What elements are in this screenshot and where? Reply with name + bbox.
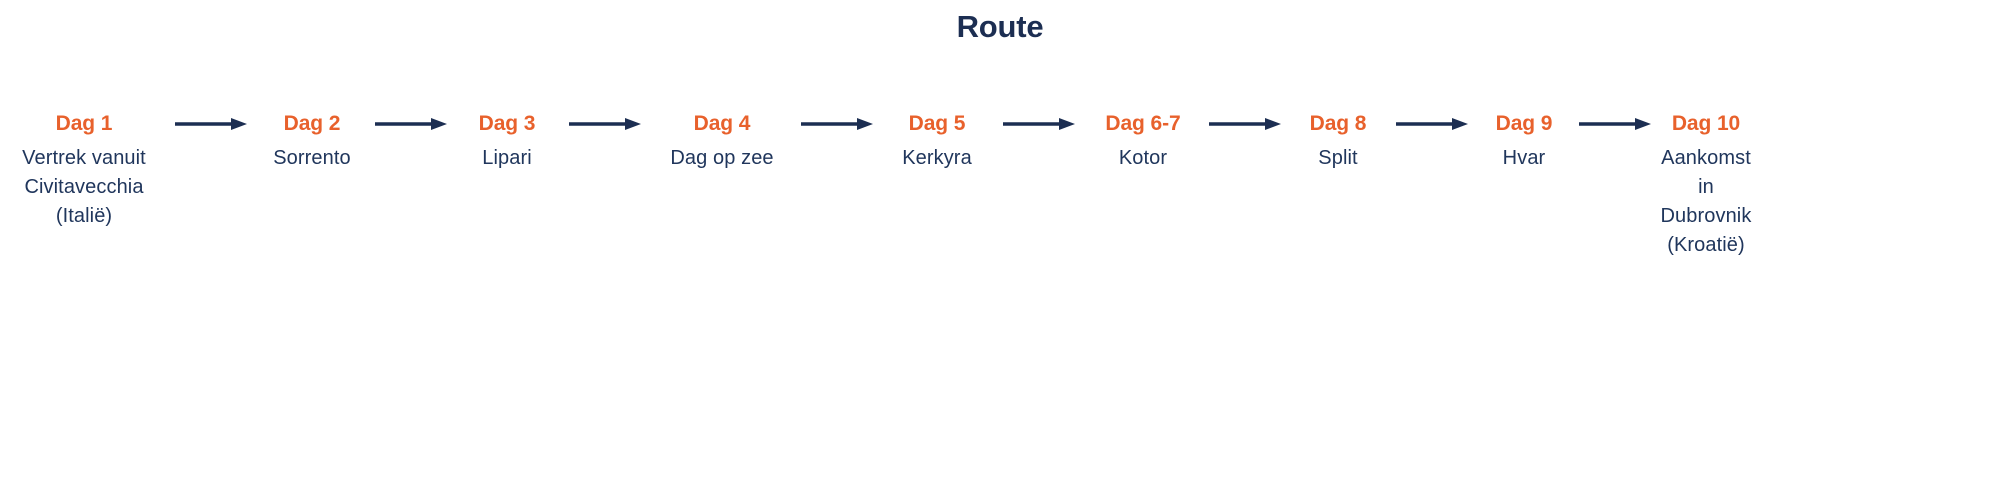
- route-step-description: Kerkyra: [902, 147, 972, 169]
- arrow-right-icon: [1579, 118, 1651, 130]
- route-step: Dag 10 Aankomst in Dubrovnik (Kroatië): [1656, 106, 1756, 260]
- arrow-right-icon: [375, 118, 447, 130]
- route-step-day: Dag 4: [693, 112, 751, 135]
- route-step: Dag 5 Kerkyra: [878, 106, 996, 173]
- arrow-right-icon: [801, 118, 873, 130]
- route-connector: [370, 106, 452, 142]
- route-connector: [1390, 106, 1474, 142]
- route-step-day: Dag 6-7: [1105, 112, 1181, 135]
- route-step-day: Dag 10: [1671, 112, 1741, 135]
- route-connector: [168, 106, 254, 142]
- route-step-day: Dag 9: [1495, 112, 1553, 135]
- route-step-day: Dag 8: [1309, 112, 1367, 135]
- route-connector: [1574, 106, 1656, 142]
- route-step-description: Dag op zee: [670, 147, 774, 169]
- route-connector: [996, 106, 1082, 142]
- arrow-right-icon: [175, 118, 247, 130]
- route-track: Dag 1 Vertrek vanuit Civitavecchia (Ital…: [0, 106, 2000, 260]
- route-step-day: Dag 5: [908, 112, 966, 135]
- route-step-day: Dag 2: [283, 112, 341, 135]
- route-step-day: Dag 1: [55, 112, 113, 135]
- route-step: Dag 1 Vertrek vanuit Civitavecchia (Ital…: [0, 106, 168, 231]
- page-title: Route: [956, 9, 1044, 44]
- route-step: Dag 9 Hvar: [1474, 106, 1574, 173]
- route-step-description: Lipari: [482, 147, 532, 169]
- route-step: Dag 3 Lipari: [452, 106, 562, 173]
- route-step-description: Hvar: [1502, 147, 1546, 169]
- route-connector: [562, 106, 648, 142]
- route-step-description: Kotor: [1118, 147, 1168, 169]
- route-step-description: Vertrek vanuit Civitavecchia (Italië): [22, 147, 146, 227]
- route-step-description: Split: [1318, 147, 1358, 169]
- route-step-day: Dag 3: [478, 112, 536, 135]
- route-connector: [1204, 106, 1286, 142]
- route-step: Dag 8 Split: [1286, 106, 1390, 173]
- arrow-right-icon: [1003, 118, 1075, 130]
- arrow-right-icon: [1209, 118, 1281, 130]
- route-connector: [796, 106, 878, 142]
- route-step: Dag 6-7 Kotor: [1082, 106, 1204, 173]
- arrow-right-icon: [1396, 118, 1468, 130]
- route-step-description: Sorrento: [273, 147, 351, 169]
- route-step: Dag 2 Sorrento: [254, 106, 370, 173]
- route-step: Dag 4 Dag op zee: [648, 106, 796, 173]
- route-step-description: Aankomst in Dubrovnik (Kroatië): [1660, 147, 1752, 256]
- arrow-right-icon: [569, 118, 641, 130]
